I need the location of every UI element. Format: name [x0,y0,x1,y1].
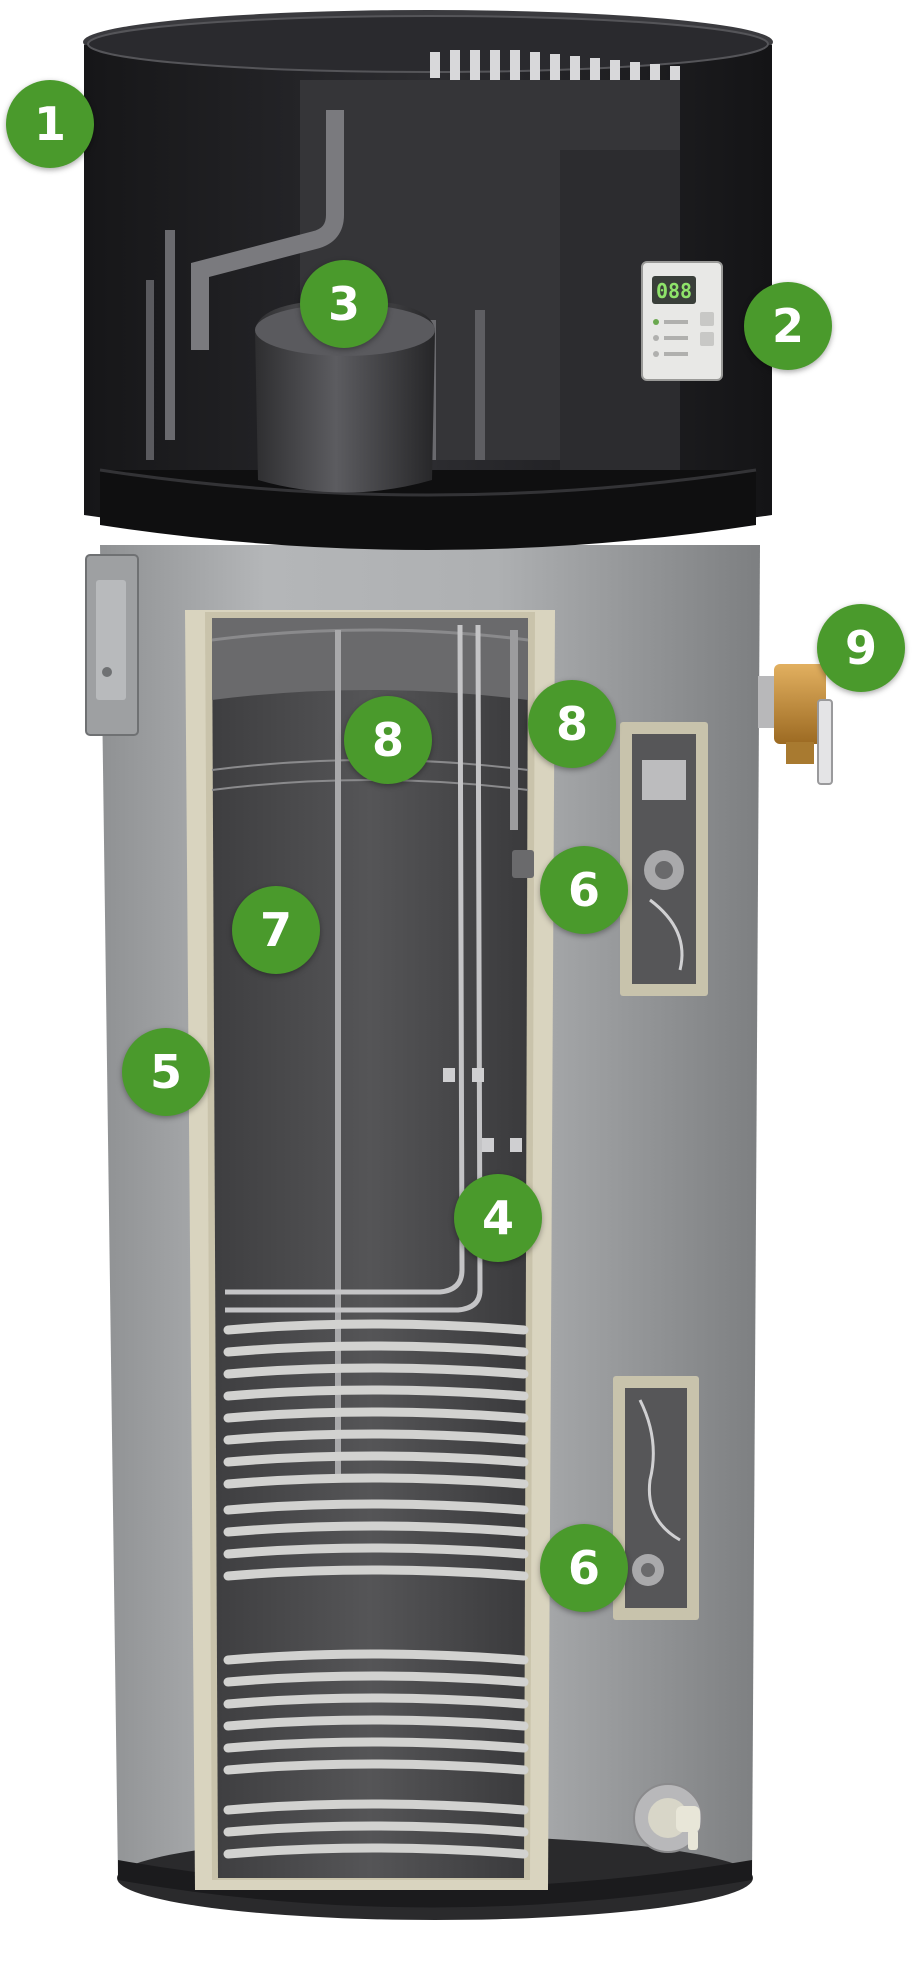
callout-number: 3 [327,277,360,331]
callout-7: 7 [232,886,320,974]
callout-6-upper: 6 [540,846,628,934]
callout-number: 2 [771,299,804,353]
condenser-coil-icon [223,1319,529,1859]
callout-2: 2 [744,282,832,370]
callout-4: 4 [454,1174,542,1262]
callout-6-lower: 6 [540,1524,628,1612]
callout-3: 3 [300,260,388,348]
callout-number: 9 [844,621,877,675]
relief-valve-icon [758,664,833,785]
callout-number: 5 [149,1045,182,1099]
drain-valve-icon [633,1783,703,1853]
control-panel-icon: 088 [641,261,723,381]
heating-element-icon [620,722,708,996]
heating-element-icon [613,1376,699,1620]
callout-number: 6 [567,1541,600,1595]
callout-number: 6 [567,863,600,917]
callout-number: 4 [481,1191,514,1245]
callout-1: 1 [6,80,94,168]
callout-8-left: 8 [344,696,432,784]
callout-number: 1 [33,97,66,151]
callout-number: 8 [371,713,404,767]
callout-number: 8 [555,697,588,751]
callout-8-right: 8 [528,680,616,768]
heat-pump-unit-icon [83,10,773,550]
callout-5: 5 [122,1028,210,1116]
callout-number: 7 [259,903,292,957]
callout-9: 9 [817,604,905,692]
display-digits: 088 [656,279,692,303]
